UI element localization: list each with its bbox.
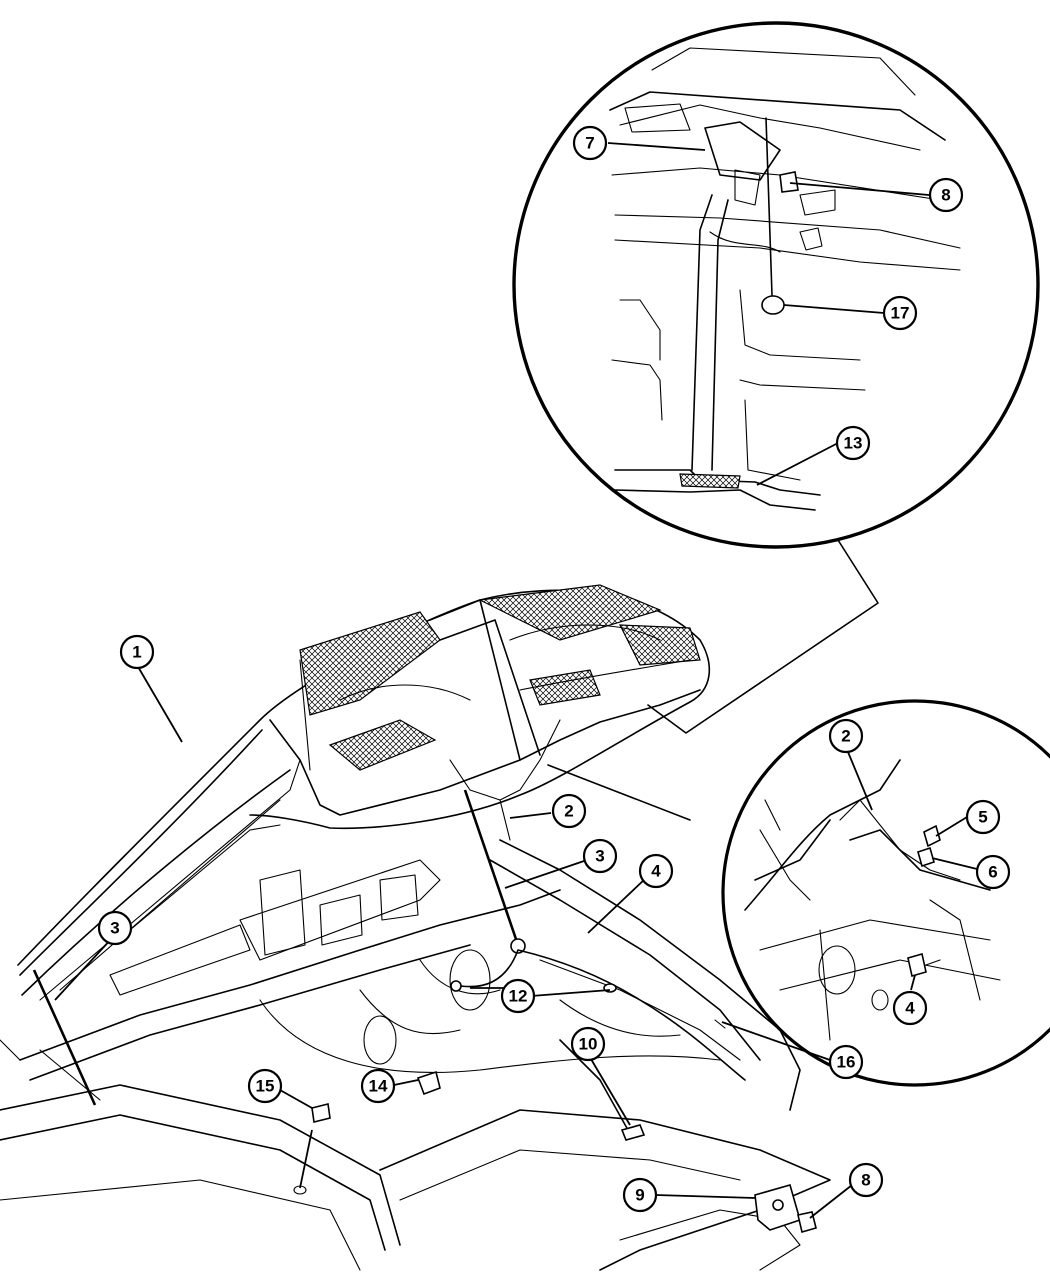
- svg-text:12: 12: [509, 987, 528, 1006]
- callout-15: 15: [247, 1068, 283, 1104]
- svg-text:10: 10: [579, 1035, 598, 1054]
- svg-text:2: 2: [564, 802, 573, 821]
- callout-8-detail: 8: [928, 177, 964, 213]
- latch-detail-view: [512, 21, 1040, 734]
- callout-3-right: 3: [582, 838, 618, 874]
- callout-16: 16: [828, 1044, 864, 1080]
- svg-text:15: 15: [256, 1077, 275, 1096]
- svg-text:5: 5: [978, 808, 987, 827]
- hinge-detail-view: [547, 699, 1050, 1087]
- svg-text:7: 7: [585, 134, 594, 153]
- callout-2-hinge: 2: [828, 718, 864, 754]
- callout-5: 5: [965, 799, 1001, 835]
- callout-6: 6: [975, 854, 1011, 890]
- svg-text:14: 14: [369, 1077, 388, 1096]
- callout-8-bottom: 8: [848, 1162, 884, 1198]
- callout-9: 9: [622, 1177, 658, 1213]
- callout-13: 13: [835, 425, 871, 461]
- callout-1: 1: [119, 634, 155, 670]
- svg-text:8: 8: [941, 186, 950, 205]
- callout-4-main: 4: [638, 853, 674, 889]
- svg-text:16: 16: [837, 1053, 856, 1072]
- callout-3-left: 3: [97, 910, 133, 946]
- svg-text:13: 13: [844, 434, 863, 453]
- callout-12: 12: [500, 978, 536, 1014]
- svg-text:17: 17: [891, 304, 910, 323]
- svg-text:3: 3: [110, 919, 119, 938]
- svg-text:1: 1: [132, 643, 141, 662]
- svg-text:4: 4: [905, 999, 915, 1018]
- callout-17: 17: [882, 295, 918, 331]
- svg-text:6: 6: [988, 863, 997, 882]
- hood-panel: [17, 584, 711, 1001]
- callout-10: 10: [570, 1026, 606, 1062]
- svg-text:9: 9: [635, 1186, 644, 1205]
- prop-rods: [32, 789, 526, 1106]
- callout-14: 14: [360, 1068, 396, 1104]
- callout-7: 7: [572, 125, 608, 161]
- svg-text:8: 8: [861, 1171, 870, 1190]
- svg-text:3: 3: [595, 847, 604, 866]
- leader-lines: [54, 142, 978, 1219]
- svg-text:2: 2: [841, 727, 850, 746]
- engine-compartment: [0, 839, 831, 1271]
- callout-4-hinge: 4: [892, 990, 928, 1026]
- callout-2-main: 2: [551, 793, 587, 829]
- svg-text:4: 4: [651, 862, 661, 881]
